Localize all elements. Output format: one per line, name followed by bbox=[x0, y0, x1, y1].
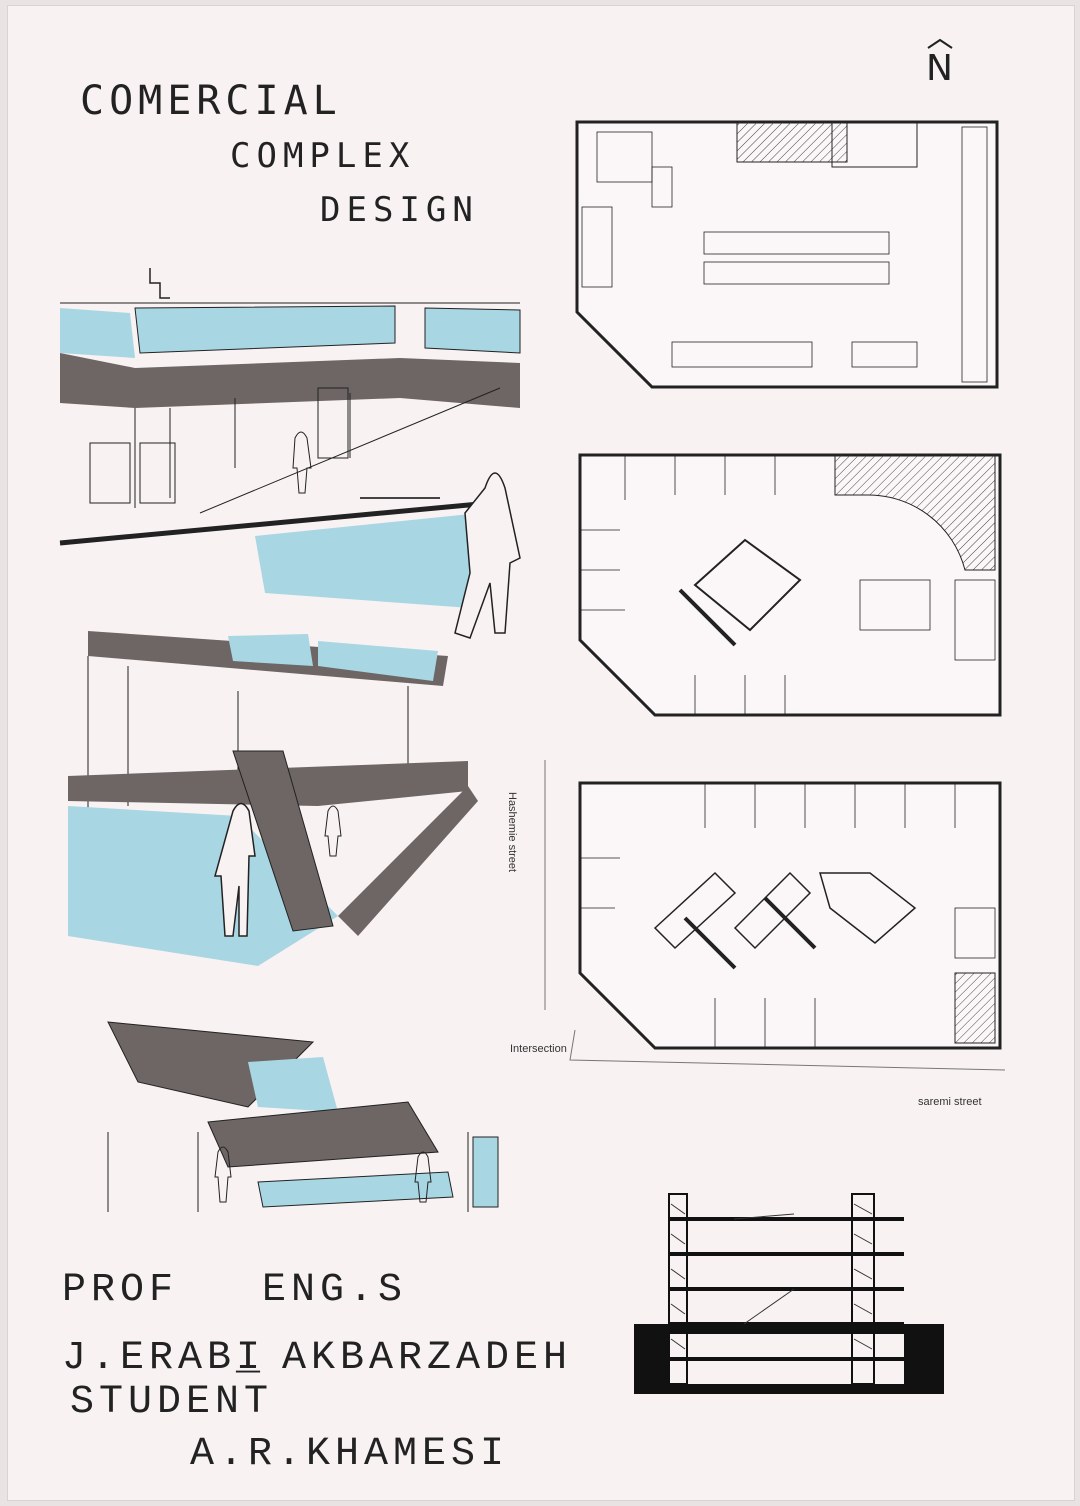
engs-label: ENG.S bbox=[262, 1268, 408, 1313]
eng-name: AKBARZADEH bbox=[282, 1336, 573, 1381]
perspective-sketch-2 bbox=[68, 631, 478, 966]
floor-plan-parking bbox=[575, 120, 999, 389]
perspective-sketch-1 bbox=[59, 268, 521, 639]
street-label-west: Hashemie street bbox=[506, 792, 518, 873]
perspective-sketch-3 bbox=[107, 1021, 499, 1212]
title-line-2: COMPLEX bbox=[230, 136, 416, 176]
student-name: A.R.KHAMESI bbox=[190, 1432, 510, 1477]
north-arrow-icon: N bbox=[922, 38, 962, 90]
street-label-south: saremi street bbox=[918, 1096, 982, 1108]
names-separator: _ bbox=[236, 1336, 266, 1381]
site-lines bbox=[544, 760, 1006, 1071]
prof-label: PROF bbox=[62, 1268, 179, 1313]
north-label: N bbox=[926, 48, 953, 89]
building-section bbox=[634, 1193, 944, 1394]
student-label: STUDENT bbox=[70, 1380, 274, 1425]
title-line-1: COMERCIAL bbox=[80, 78, 342, 124]
intersection-label: Intersection bbox=[510, 1043, 567, 1055]
floor-plan-first bbox=[578, 453, 1002, 717]
floor-plan-ground bbox=[578, 781, 1002, 1050]
title-line-3: DESIGN bbox=[320, 190, 479, 230]
prof-name: J.ERABI bbox=[62, 1336, 266, 1381]
